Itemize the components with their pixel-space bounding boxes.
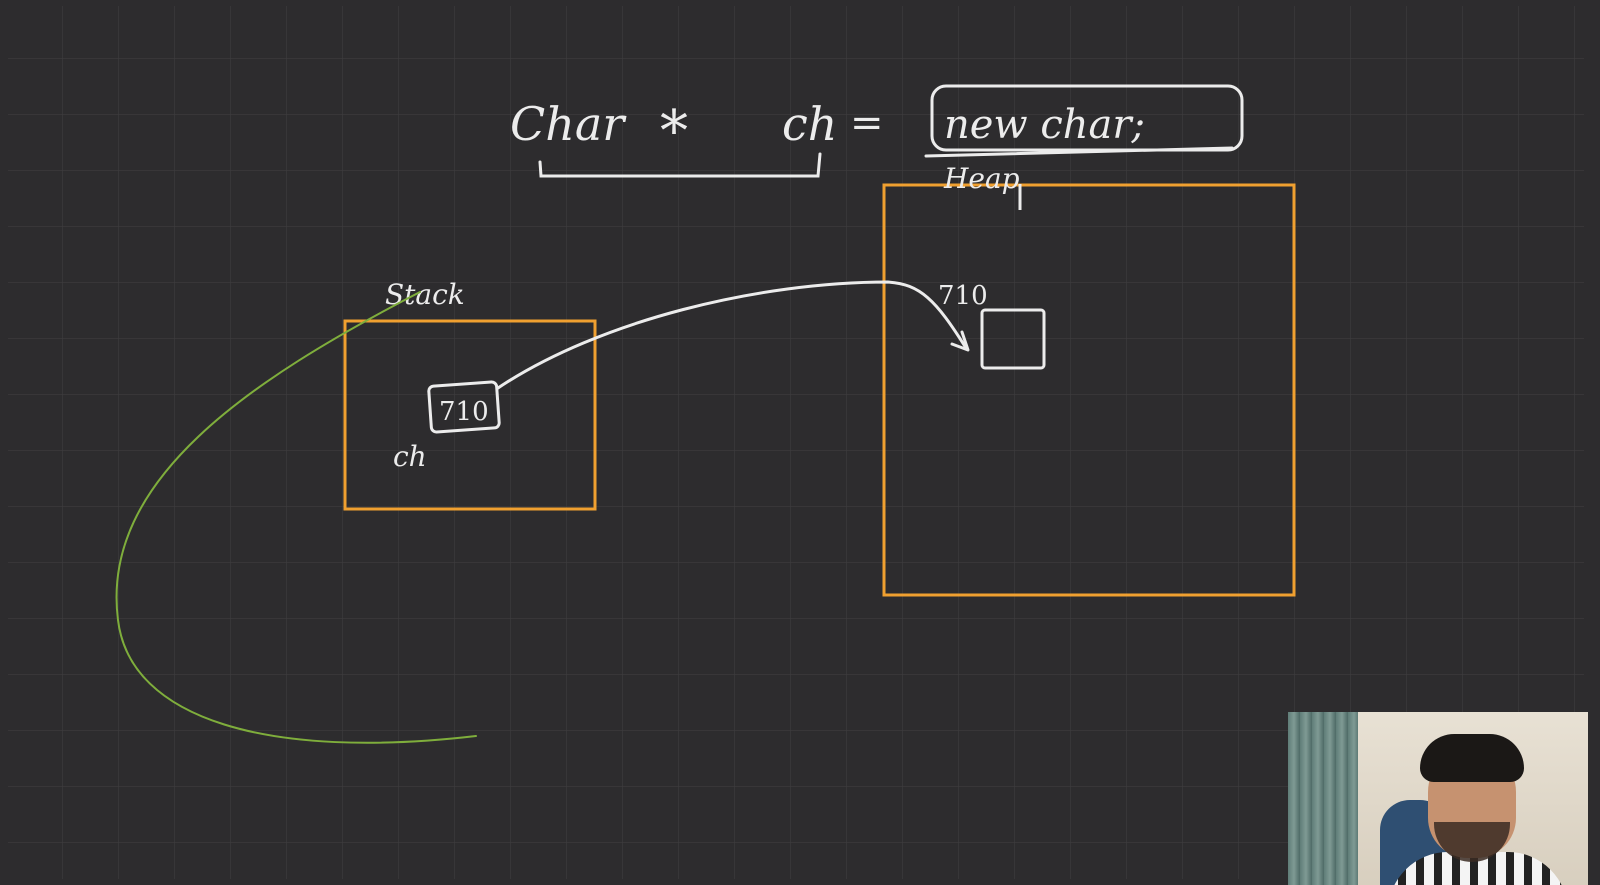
pointer-arrow-head [950,330,970,352]
heap-char-cell [980,308,1046,370]
heap-label: Heap [943,162,1020,195]
code-line: Char * ch = new char; [510,84,1244,178]
heap-address-label: 710 [938,281,988,311]
code-equals: = [850,100,884,146]
pointer-arrow [496,280,970,390]
highlighter-curve [115,291,477,744]
pointer-variable-label: ch [393,440,427,473]
heap-box [882,183,1296,597]
stack-region: Stack 710 ch [343,278,597,511]
presenter-hair [1420,734,1524,782]
stack-label: Stack [385,278,465,311]
pointer-cell [427,380,501,434]
pointer-arrow-curve [496,280,968,390]
code-star: * [660,99,688,164]
new-expression-box [930,84,1244,152]
code-type: Char [510,97,627,151]
code-variable: ch [782,97,837,151]
pointer-cell-value: 710 [439,397,489,427]
presenter-webcam [1288,712,1588,885]
heap-region: Heap 710 [882,162,1296,597]
code-underbrace [538,152,822,178]
code-new-expression: new char; [944,102,1145,148]
stack-box [343,319,597,511]
new-expression-underline [924,146,1234,158]
webcam-curtain [1288,712,1358,885]
